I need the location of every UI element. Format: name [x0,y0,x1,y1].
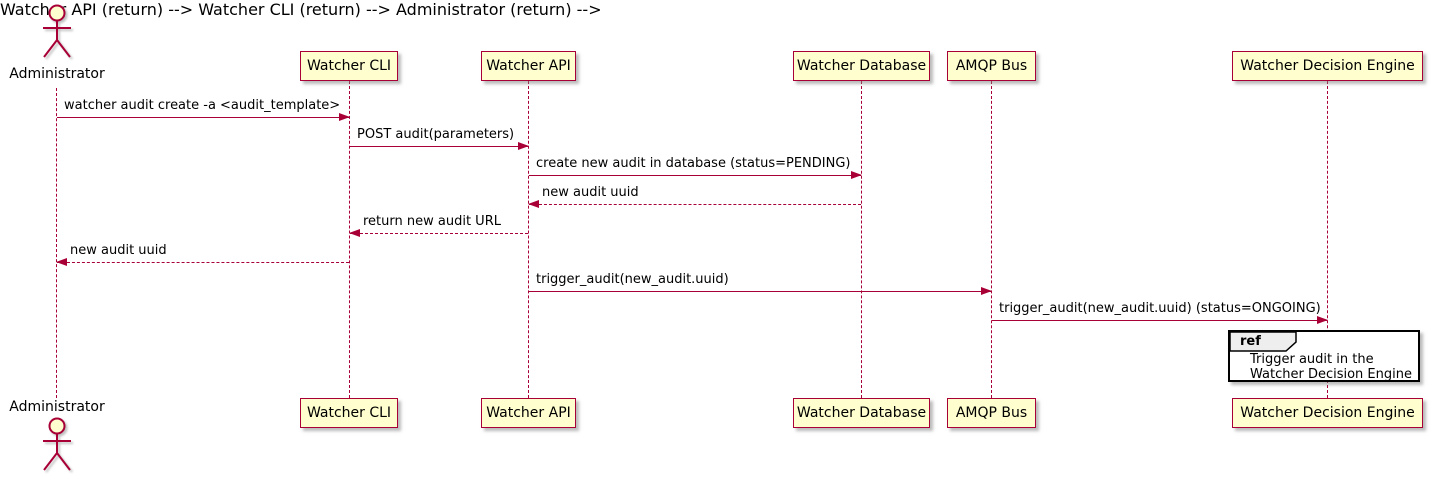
message-4-line [528,200,861,208]
arrowhead-right-icon [518,142,529,150]
arrowhead-right-icon [1317,316,1328,324]
participant-watcher-decision-engine-bottom: Watcher Decision Engine [1232,398,1423,428]
ref-text-line-1: Trigger audit in the [1250,352,1374,367]
message-5-line [349,229,528,237]
actor-administrator-label-top: Administrator [9,66,105,82]
participant-watcher-api-top: Watcher API [481,51,576,81]
participant-watcher-cli-top: Watcher CLI [300,51,398,81]
message-8-label: trigger_audit(new_audit.uuid) (status=ON… [999,301,1321,316]
actor-administrator-icon [43,4,71,58]
message-7-label: trigger_audit(new_audit.uuid) [536,272,729,287]
lifeline-amqp-bus [991,81,992,398]
message-1-label: watcher audit create -a <audit_template> [64,98,341,113]
message-1-line [57,113,350,121]
lifeline-watcher-cli [349,81,350,398]
arrowhead-right-icon [851,171,862,179]
ref-fragment: ref Trigger audit in the Watcher Decisio… [1228,330,1420,382]
arrowhead-right-icon [981,287,992,295]
participant-watcher-decision-engine-top: Watcher Decision Engine [1232,51,1423,81]
lifeline-watcher-api [528,81,529,398]
message-8-line [992,316,1328,324]
arrowhead-left-icon [528,200,539,208]
actor-administrator-icon-bottom [43,417,71,471]
participant-watcher-database-bottom: Watcher Database [793,398,930,428]
ref-tag-shape [1229,331,1297,352]
arrowhead-left-icon [56,258,67,266]
participant-watcher-database-top: Watcher Database [793,51,930,81]
participant-amqp-bus-bottom: AMQP Bus [947,398,1036,428]
message-2-line [350,142,529,150]
arrowhead-right-icon [339,113,350,121]
lifeline-watcher-database [861,81,862,398]
ref-tag-label: ref [1240,334,1261,349]
lifeline-administrator [56,88,57,398]
ref-text-line-2: Watcher Decision Engine [1250,367,1412,382]
message-4-label: new audit uuid [542,185,639,200]
lifeline-watcher-decision-engine [1327,81,1328,398]
participant-watcher-api-bottom: Watcher API [481,398,576,428]
arrowhead-left-icon [349,229,360,237]
message-2-label: POST audit(parameters) [357,127,515,142]
message-6-label: new audit uuid [70,243,167,258]
actor-administrator-label-bottom: Administrator [9,399,105,415]
message-3-line [529,171,862,179]
message-7-line [529,287,992,295]
participant-watcher-cli-bottom: Watcher CLI [300,398,398,428]
message-3-label: create new audit in database (status=PEN… [536,156,851,171]
message-5-label: return new audit URL [363,214,501,229]
message-6-line [56,258,349,266]
participant-amqp-bus-top: AMQP Bus [947,51,1036,81]
